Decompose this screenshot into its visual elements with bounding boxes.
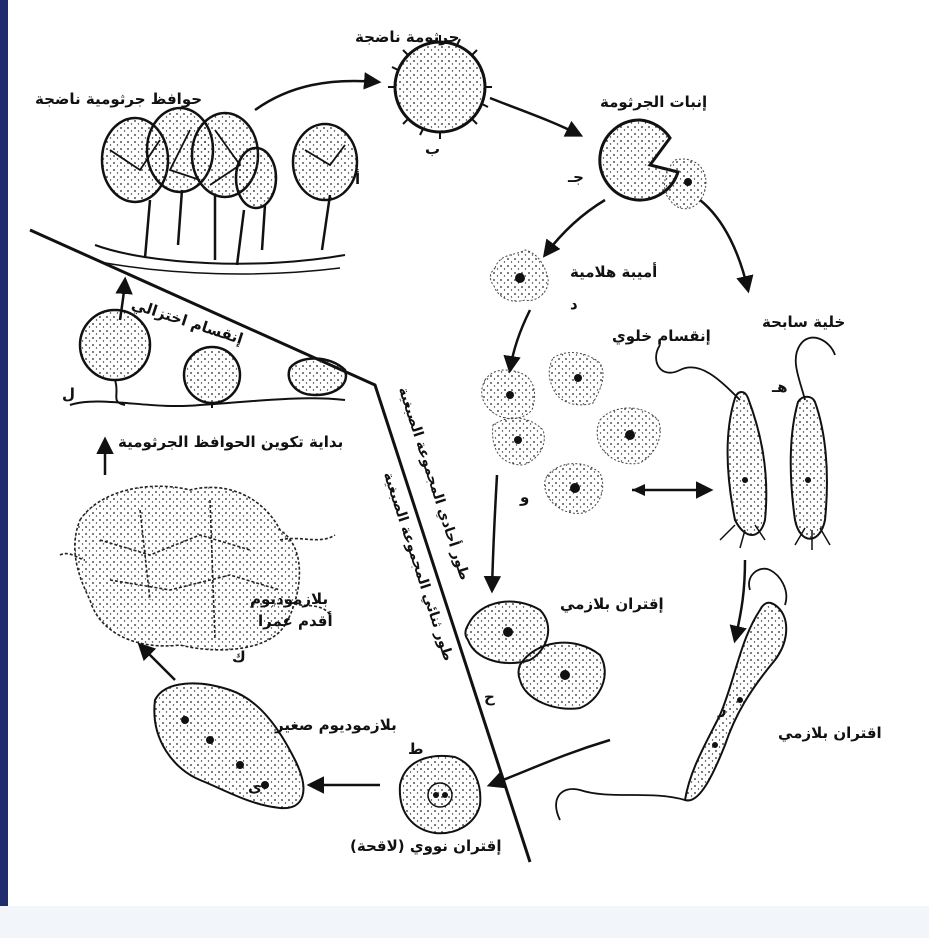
label-older-plasmodium-2: أقدم عمرا	[258, 612, 333, 630]
letter-y: ى	[248, 778, 262, 796]
label-mature-spore: جرثومة ناضجة	[355, 28, 459, 46]
label-sporangia-start: بداية تكوين الحوافظ الجرثومية	[118, 433, 343, 451]
mature-spore	[388, 35, 492, 139]
double-arrow-head-left	[632, 484, 645, 496]
label-swarm-cell: خلية سابحة	[762, 313, 845, 331]
label-young-plasmodium: بلازموديوم صغير	[275, 716, 397, 734]
letter-l: ل	[62, 385, 75, 403]
label-karyogamy: إقتران نووي (لاقحة)	[350, 837, 502, 855]
letter-c: جـ	[568, 168, 584, 186]
letter-b: ب	[425, 140, 440, 158]
label-older-plasmodium-1: بلازموديوم	[250, 590, 328, 608]
letter-k: ك	[232, 648, 246, 666]
label-mature-sporangia: حوافظ جرثومية ناضجة	[35, 90, 202, 108]
label-plasmogamy-1: إقتران بلازمي	[560, 595, 664, 613]
letter-t: ط	[408, 740, 424, 758]
letter-h: هـ	[772, 378, 788, 396]
label-cell-division: إنقسام خلوي	[612, 327, 711, 345]
germinating-spore	[600, 120, 706, 209]
letter-a: أ	[355, 170, 360, 188]
myxamoeba	[490, 250, 548, 301]
zygote	[400, 756, 480, 833]
mature-sporangia	[95, 108, 357, 274]
label-spore-germination: إنبات الجرثومة	[600, 93, 707, 111]
label-plasmogamy-2: اقتران بلازمي	[778, 724, 882, 742]
young-plasmodium	[154, 683, 303, 808]
letter-ha: ح	[484, 688, 495, 706]
label-myxamoeba: أميبة هلامية	[570, 263, 657, 281]
letter-w: و	[520, 488, 529, 506]
swarm-cells	[656, 338, 835, 550]
letter-d: د	[570, 295, 578, 313]
letter-z: ز	[718, 700, 727, 718]
